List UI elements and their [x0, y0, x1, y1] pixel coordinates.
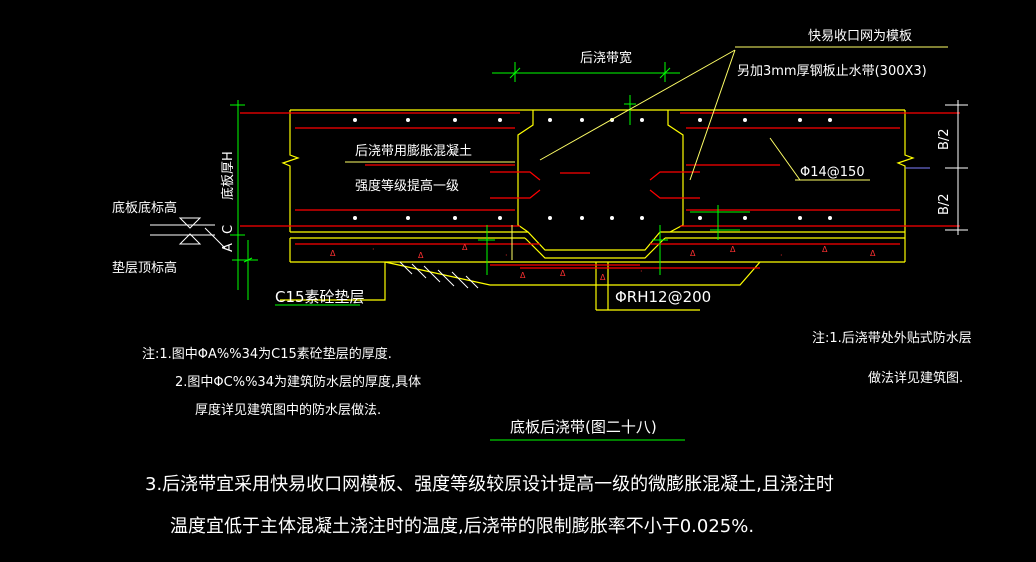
label-cushion-top-elev: 垫层顶标高: [112, 260, 177, 276]
cushion-hatch: Δ · Δ Δ · Δ Δ · Δ Δ · Δ Δ Δ: [330, 243, 876, 282]
label-half-b-top: B/2: [937, 128, 952, 150]
label-slab-bottom-elev: 底板底标高: [112, 200, 177, 216]
label-strength-grade: 强度等级提高一级: [355, 178, 459, 194]
svg-text:·: ·: [640, 267, 643, 276]
svg-text:·: ·: [372, 245, 375, 254]
bottom-note-line-1: 3.后浇带宜采用快易收口网模板、强度等级较原设计提高一级的微膨胀混凝土,且浇注时: [145, 474, 834, 495]
note-right-1: 注:1.后浇带处外贴式防水层: [812, 330, 972, 346]
note-left-2: 2.图中ΦC%%34为建筑防水层的厚度,具体: [175, 374, 421, 390]
svg-text:Δ: Δ: [330, 249, 336, 258]
label-rebar-phi14: Φ14@150: [800, 165, 865, 180]
svg-text:Δ: Δ: [520, 271, 526, 280]
label-cushion-c15: C15素砼垫层: [275, 288, 365, 306]
svg-text:Δ: Δ: [822, 245, 828, 254]
svg-text:Δ: Δ: [418, 251, 424, 260]
leader-lines: [345, 46, 948, 260]
label-dim-a: A: [221, 243, 236, 252]
svg-text:Δ: Δ: [560, 269, 566, 278]
slab-outline: [280, 109, 915, 311]
label-post-cast-width: 后浇带宽: [580, 50, 632, 66]
title-underlines: [275, 304, 685, 441]
note-right-2: 做法详见建筑图.: [868, 370, 963, 386]
svg-text:Δ: Δ: [462, 243, 468, 252]
soil-hatch: [399, 261, 479, 289]
label-half-b-bottom: B/2: [937, 193, 952, 215]
svg-text:·: ·: [780, 251, 783, 260]
svg-text:·: ·: [505, 251, 508, 260]
svg-text:Δ: Δ: [690, 249, 696, 258]
drawing-title: 底板后浇带(图二十八): [510, 418, 657, 436]
note-left-1: 注:1.图中ΦA%%34为C15素砼垫层的厚度.: [142, 346, 392, 362]
bottom-note-line-2: 温度宜低于主体混凝土浇注时的温度,后浇带的限制膨胀率不小于0.025%.: [170, 516, 754, 537]
label-fast-mesh-formwork: 快易收口网为模板: [808, 29, 912, 44]
dimension-lines: [230, 62, 750, 300]
label-rebar-rh12: ΦRH12@200: [615, 288, 711, 306]
label-expansive-concrete: 后浇带用膨胀混凝土: [355, 143, 472, 159]
label-steel-plate-waterstop: 另加3mm厚钢板止水带(300X3): [737, 64, 927, 79]
label-dim-c: C: [221, 225, 236, 234]
rebar-dots: [353, 118, 832, 220]
label-slab-thickness: 底板厚H: [220, 151, 236, 200]
right-dimension: [905, 100, 968, 235]
svg-text:Δ: Δ: [730, 245, 736, 254]
elevation-symbols: [150, 217, 226, 249]
note-left-3: 厚度详见建筑图中的防水层做法.: [195, 402, 381, 418]
svg-text:Δ: Δ: [870, 249, 876, 258]
rebar-lines: [240, 112, 960, 269]
svg-text:Δ: Δ: [600, 273, 606, 282]
